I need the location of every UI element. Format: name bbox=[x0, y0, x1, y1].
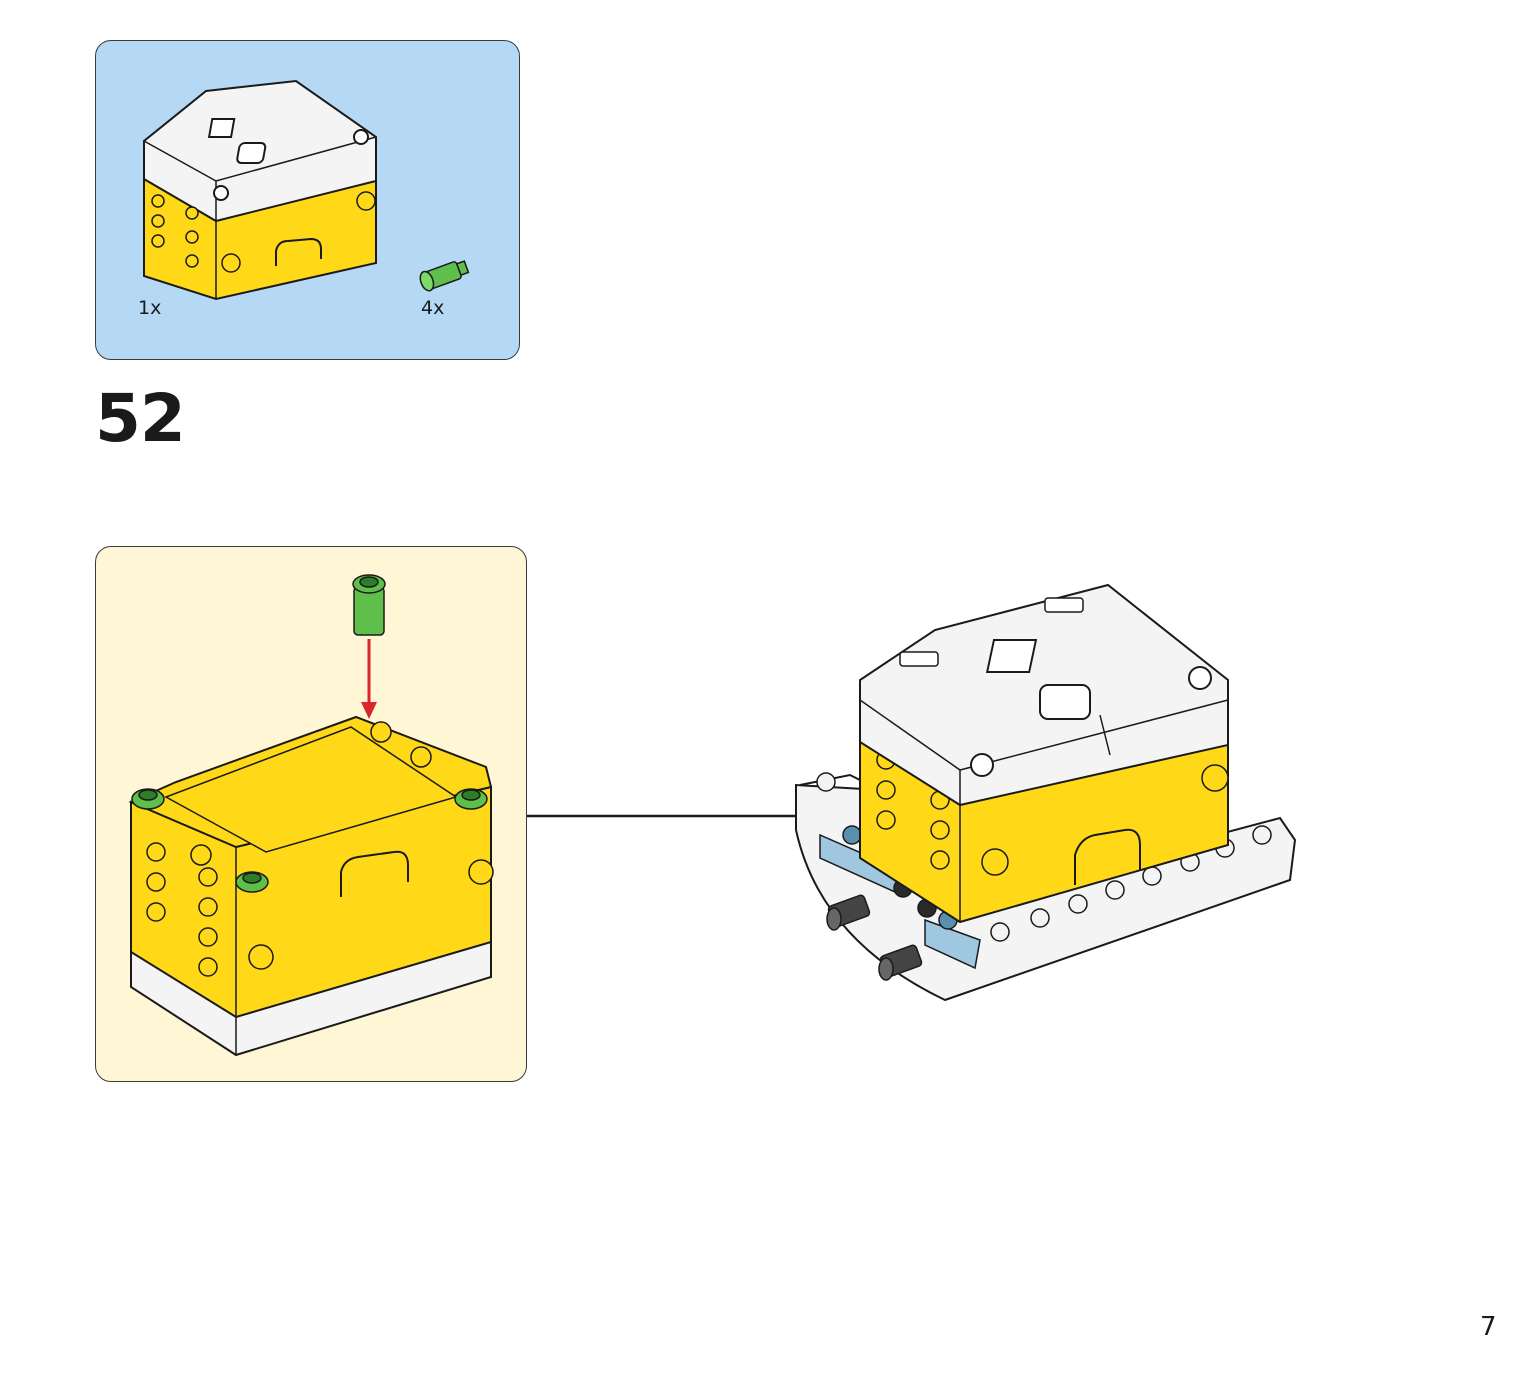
callout-panel bbox=[95, 546, 527, 1082]
callout-hub-underside-image bbox=[128, 715, 494, 1057]
step-number: 52 bbox=[95, 380, 186, 457]
parts-list-panel: 1x 4x bbox=[95, 40, 520, 360]
insert-arrow bbox=[361, 639, 377, 719]
green-peg-part-image bbox=[419, 260, 470, 292]
page-number: 7 bbox=[1480, 1312, 1497, 1342]
callout-green-pegs-image bbox=[131, 574, 488, 893]
peg-quantity-label: 4x bbox=[421, 297, 445, 319]
hub-quantity-label: 1x bbox=[138, 297, 162, 319]
hub-part-image bbox=[143, 79, 377, 301]
